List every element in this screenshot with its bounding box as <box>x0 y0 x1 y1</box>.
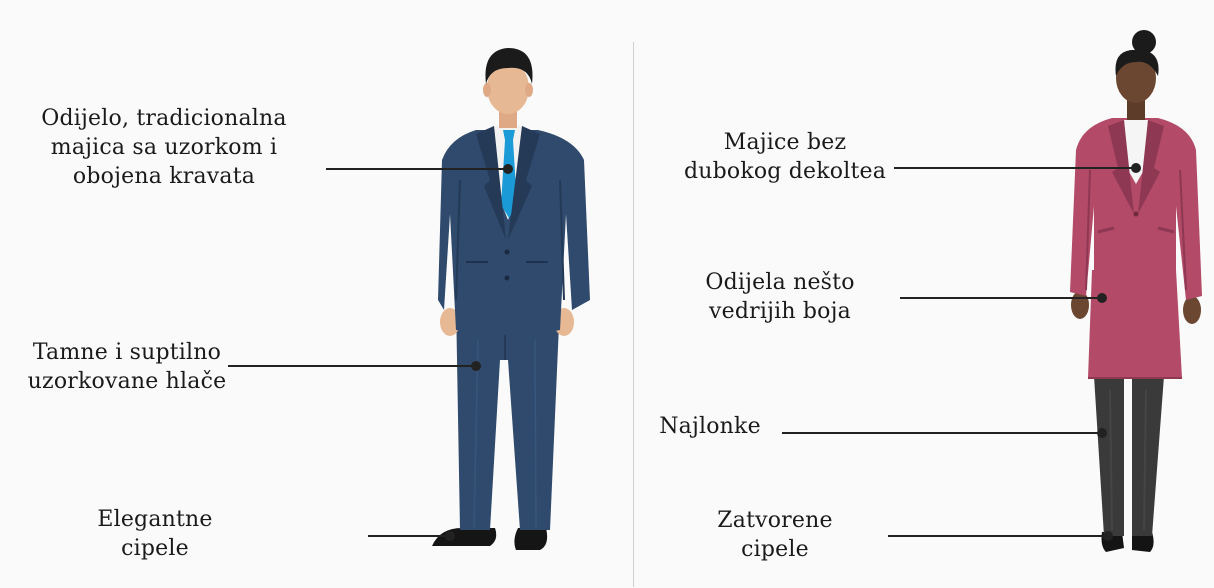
man-shirt-tie-line-1: Odijelo, tradicionalna <box>41 106 287 131</box>
man-trousers-line-2: uzorkovane hlače <box>27 369 227 394</box>
woman-hair <box>1115 49 1159 76</box>
woman-shirt-line-1: Majice bez <box>723 130 847 155</box>
man-right-shoe <box>514 528 548 550</box>
man-shoes-line-1: Elegantne <box>97 507 213 532</box>
woman-shirt-label: Majice bez dubokog dekoltea <box>680 128 890 186</box>
woman-suit-line-2: vedrijih boja <box>709 299 851 324</box>
man-left-hand <box>440 308 460 336</box>
man-trousers-line-1: Tamne i suptilno <box>32 340 222 365</box>
woman-figure <box>1070 30 1202 552</box>
woman-shoes-label: Zatvorene cipele <box>690 506 860 564</box>
woman-shirt-line-2: dubokog dekoltea <box>683 159 887 184</box>
man-trousers <box>456 302 560 530</box>
man-head <box>487 62 529 114</box>
woman-shoes-line-1: Zatvorene <box>717 508 833 533</box>
woman-jacket <box>1070 118 1202 300</box>
woman-stockings <box>1094 376 1124 536</box>
man-shoes-line-2: cipele <box>121 536 189 561</box>
man-figure <box>432 48 590 550</box>
woman-suit-line-1: Odijela nešto <box>705 270 855 295</box>
man-shirt-tie-line-2: majica sa uzorkom i <box>50 135 278 160</box>
woman-hair-bun <box>1132 30 1156 54</box>
man-shirt-tie-label: Odijelo, tradicionalna majica sa uzorkom… <box>14 104 314 191</box>
woman-stockings-line-1: Najlonke <box>659 414 761 439</box>
woman-stockings-label: Najlonke <box>650 412 770 441</box>
center-divider <box>633 42 634 587</box>
man-trousers-label: Tamne i suptilno uzorkovane hlače <box>12 338 242 396</box>
woman-left-hand <box>1071 291 1089 319</box>
woman-right-shoe <box>1132 532 1154 552</box>
woman-skirt <box>1088 270 1182 378</box>
leader-lines <box>228 163 1141 541</box>
woman-suit-label: Odijela nešto vedrijih boja <box>680 268 880 326</box>
woman-shoes-line-2: cipele <box>741 537 809 562</box>
woman-head <box>1116 53 1156 103</box>
man-hair <box>485 48 533 84</box>
man-jacket <box>438 130 590 335</box>
man-shoes-label: Elegantne cipele <box>70 505 240 563</box>
man-tie <box>501 130 517 218</box>
man-shirt-tie-line-3: obojena kravata <box>72 164 256 189</box>
woman-right-hand <box>1183 296 1201 324</box>
